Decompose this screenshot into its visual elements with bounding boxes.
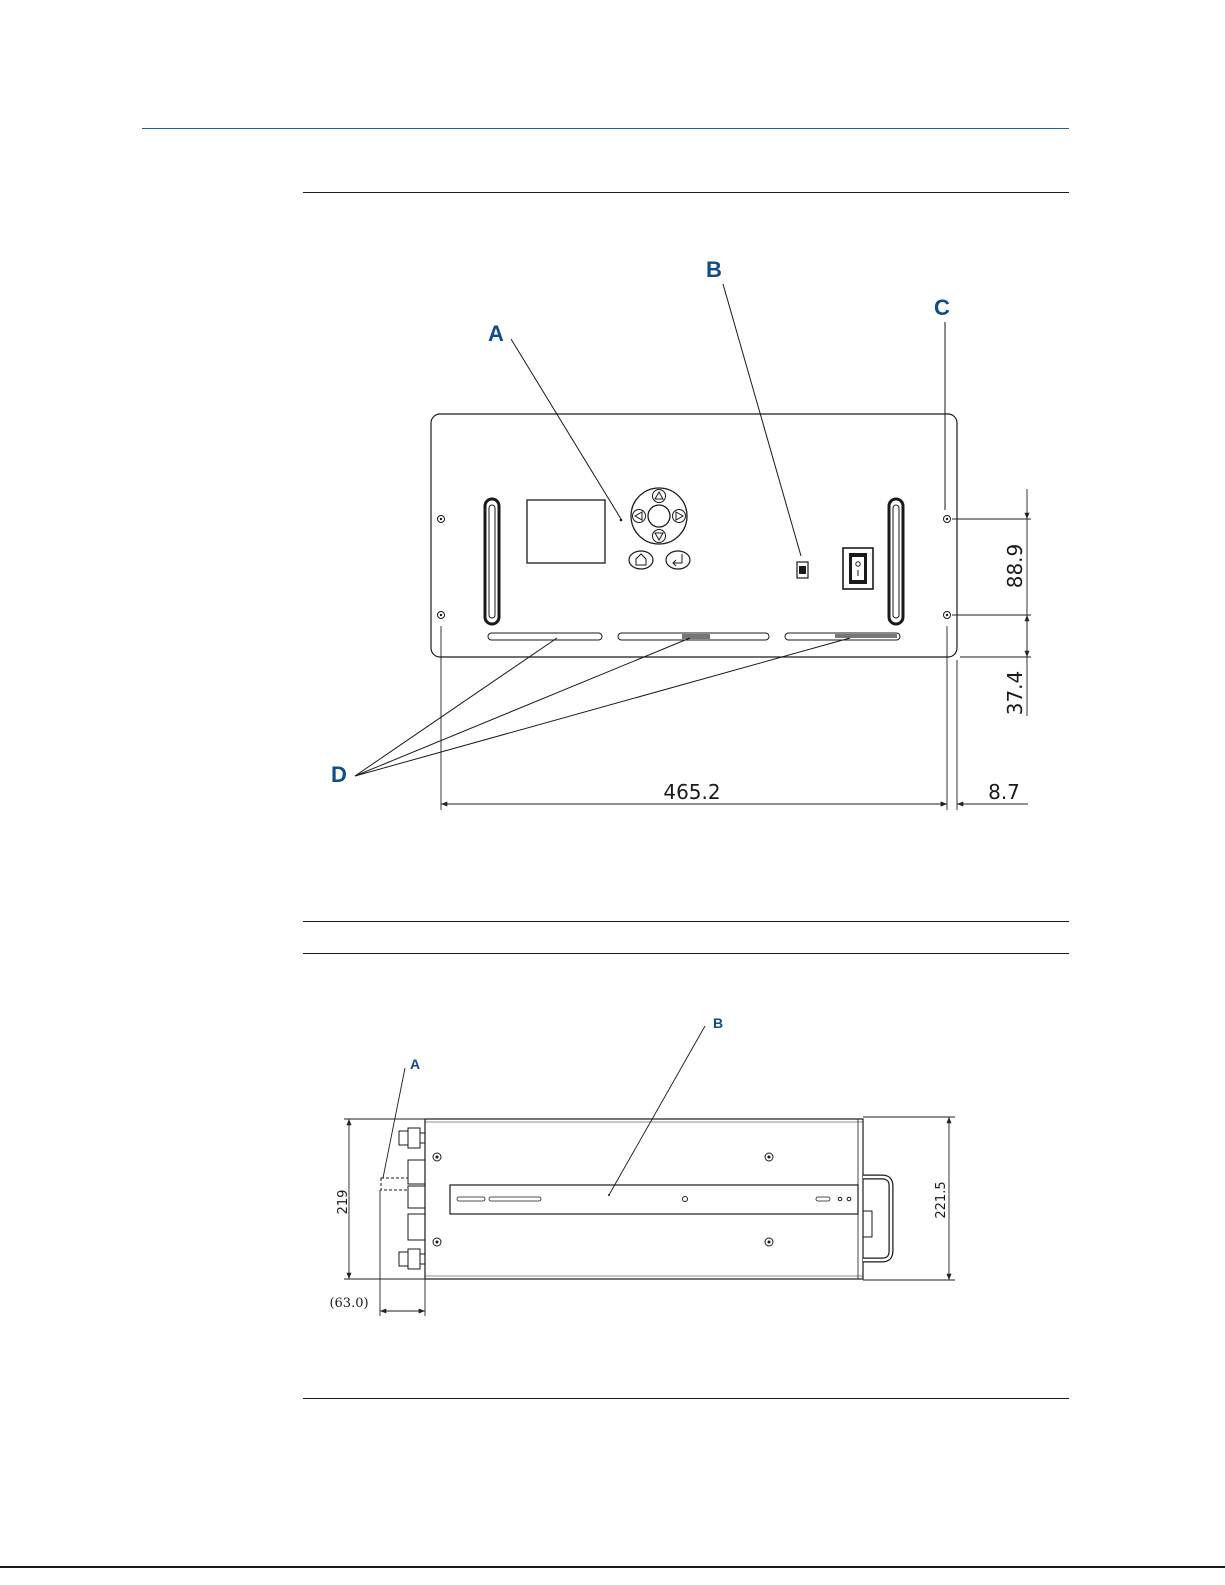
dim-offset: 8.7	[988, 780, 1020, 804]
front-view: A B C D 465.2 8.7 8	[331, 257, 1031, 810]
vent-slot	[488, 633, 602, 640]
front-connector	[381, 1128, 425, 1269]
mounting-hole	[944, 612, 951, 619]
enclosure-body	[425, 1119, 863, 1279]
up-arrow-icon	[653, 490, 666, 503]
screw	[765, 1238, 773, 1246]
top-view: A B 219 221.5 (63.0)	[329, 1015, 955, 1316]
dim-depth-front: (63.0)	[329, 1296, 368, 1311]
dim-bottom-offset: 37.4	[1003, 671, 1027, 716]
left-handle	[485, 499, 499, 624]
dim-height-left: 219	[336, 1190, 351, 1215]
leader-top-b	[609, 1026, 705, 1195]
callout-top-b: B	[713, 1015, 723, 1031]
mounting-hole	[438, 612, 445, 619]
leader-b	[723, 284, 801, 556]
leader-d	[355, 638, 690, 776]
center-rail	[450, 1185, 858, 1214]
screw	[765, 1153, 773, 1161]
dim-hole-spacing: 88.9	[1003, 544, 1027, 589]
callout-a: A	[488, 321, 504, 346]
right-handle	[889, 499, 903, 624]
screw	[433, 1153, 441, 1161]
mounting-hole	[944, 516, 951, 523]
navigation-keypad	[631, 488, 687, 544]
callout-b: B	[706, 257, 722, 282]
home-icon	[629, 551, 653, 569]
power-switch-icon	[843, 548, 873, 589]
leader-top-a	[383, 1068, 405, 1178]
display-screen	[527, 500, 605, 563]
leader-a	[511, 339, 621, 519]
enter-icon	[666, 551, 690, 569]
rear-handle	[863, 1177, 891, 1260]
down-arrow-icon	[653, 530, 666, 543]
front-panel	[431, 414, 957, 657]
left-arrow-icon	[633, 510, 646, 523]
dim-height-right: 221.5	[934, 1181, 949, 1218]
screw	[433, 1238, 441, 1246]
callout-d: D	[331, 762, 347, 787]
right-arrow-icon	[673, 510, 686, 523]
leader-d	[355, 638, 850, 776]
dim-width: 465.2	[663, 780, 720, 804]
callout-top-a: A	[410, 1056, 420, 1072]
mounting-hole	[438, 516, 445, 523]
usb-port-icon	[797, 562, 808, 578]
callout-c: C	[934, 295, 950, 320]
leader-d	[355, 638, 557, 776]
